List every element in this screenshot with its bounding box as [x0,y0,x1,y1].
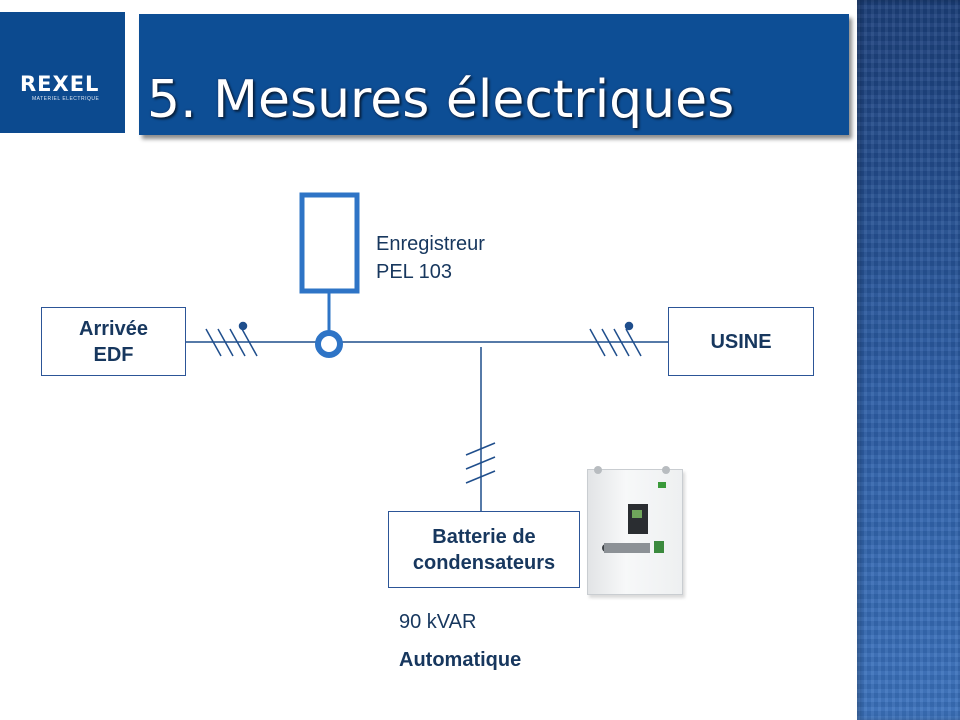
capacitor-mode-label: Automatique [399,649,522,671]
logo-name: REXEL [20,72,100,96]
capacitor-cabinet-image [587,466,683,595]
source-box-line2: EDF [93,343,134,366]
three-phase-symbol-branch [465,442,496,484]
logo-tagline: MATERIEL ELECTRIQUE [32,96,100,102]
capacitor-power-label: 90 kVAR [399,611,477,633]
current-clamp-icon [315,330,343,358]
load-box-label: USINE [710,330,772,353]
rexel-logo [0,12,125,133]
three-phase-symbol-right [589,321,642,357]
recorder-device-icon [299,192,360,294]
capacitor-box-line2: condensateurs [412,551,556,574]
source-box-line1: Arrivée [79,317,148,340]
recorder-label-line2: PEL 103 [376,261,452,283]
three-phase-symbol-left [205,321,258,357]
capacitor-box-line1: Batterie de [432,525,536,548]
recorder-label: Enregistreur PEL 103 [376,230,536,286]
load-box: USINE [668,307,814,376]
capacitor-box: Batterie de condensateurs [388,511,580,588]
recorder-label-line1: Enregistreur [376,233,485,255]
source-box: Arrivée EDF [41,307,186,376]
decorative-side-band [857,0,960,720]
slide-title: 5. Mesures électriques [147,70,735,130]
title-bar [139,14,849,135]
